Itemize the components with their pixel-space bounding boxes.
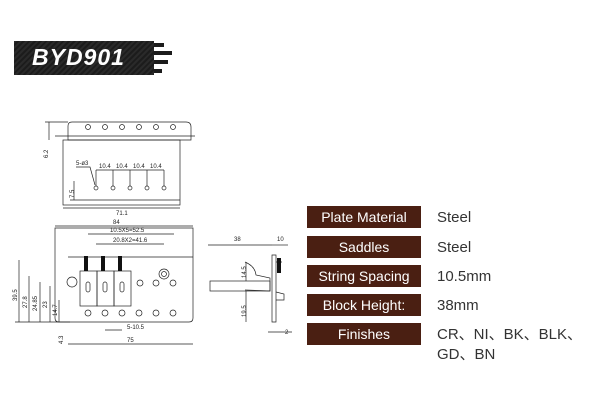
dim-pitch: 10.4 bbox=[99, 164, 111, 170]
dim-14-7: 14.7 bbox=[53, 304, 59, 316]
dim-2: 2 bbox=[285, 330, 289, 336]
dim-holes: 5-ø3 bbox=[76, 161, 89, 167]
side-view: 38 10 14.5 19.5 2 bbox=[208, 237, 292, 336]
logo-stripe bbox=[154, 51, 172, 55]
dim-14-5: 14.5 bbox=[242, 266, 248, 278]
spec-saddles: Saddles Steel bbox=[307, 236, 471, 258]
top-holes bbox=[85, 124, 176, 191]
dim-24-85: 24.85 bbox=[33, 295, 39, 311]
spec-value: CR、NI、BK、BLK、GD、BN bbox=[437, 326, 583, 363]
dim-23: 23 bbox=[43, 301, 49, 308]
front-view: 84 10.5X5=52.5 20.8X2=41.6 39.5 27.8 24.… bbox=[13, 220, 194, 345]
spec-plate-material: Plate Material Steel bbox=[307, 206, 471, 228]
dim-pitch: 10.4 bbox=[116, 164, 128, 170]
spec-value: Steel bbox=[437, 239, 472, 256]
dim-10: 10 bbox=[277, 237, 284, 243]
dim-pitch: 10.4 bbox=[150, 164, 162, 170]
spec-string-spacing: String Spacing 10.5mm bbox=[307, 265, 491, 287]
front-holes bbox=[84, 279, 177, 317]
dim-41-6: 20.8X2=41.6 bbox=[113, 238, 148, 244]
logo-stripe bbox=[154, 60, 168, 64]
dim-27-8: 27.8 bbox=[23, 296, 29, 308]
dim-39-5: 39.5 bbox=[13, 289, 19, 301]
spec-value: Steel bbox=[437, 209, 472, 226]
top-view: 6.2 5-ø3 10.4 10.4 10.4 10.4 7.5 71.1 bbox=[44, 121, 195, 217]
dim-19-5: 19.5 bbox=[242, 305, 248, 317]
dim-38: 38 bbox=[234, 237, 241, 243]
spec-label: Finishes bbox=[307, 323, 421, 345]
spec-finishes: Finishes CR、NI、BK、BLK、GD、BN bbox=[307, 323, 582, 363]
spec-label: Saddles bbox=[307, 236, 421, 258]
dim-pitch: 10.4 bbox=[133, 164, 145, 170]
spec-label: String Spacing bbox=[307, 265, 421, 287]
model-name: BYD901 bbox=[32, 44, 125, 70]
logo-stripe bbox=[154, 43, 164, 47]
spec-block-height: Block Height: 38mm bbox=[307, 294, 479, 316]
dim-75: 75 bbox=[127, 338, 134, 344]
spec-label: Block Height: bbox=[307, 294, 421, 316]
dim-84: 84 bbox=[113, 220, 120, 226]
spec-value: 38mm bbox=[437, 297, 479, 314]
spec-label: Plate Material bbox=[307, 206, 421, 228]
dim-52-5: 10.5X5=52.5 bbox=[110, 228, 145, 234]
dim-4-3: 4.3 bbox=[59, 335, 65, 344]
model-logo: BYD901 bbox=[14, 41, 154, 75]
dim-7-5: 7.5 bbox=[70, 189, 76, 198]
saddles bbox=[79, 256, 132, 307]
logo-stripe bbox=[154, 69, 162, 73]
dim-5-10-5: 5-10.5 bbox=[127, 325, 145, 331]
spec-value: 10.5mm bbox=[437, 268, 492, 285]
dim-6-2: 6.2 bbox=[44, 149, 50, 158]
dim-71-1: 71.1 bbox=[116, 211, 128, 217]
